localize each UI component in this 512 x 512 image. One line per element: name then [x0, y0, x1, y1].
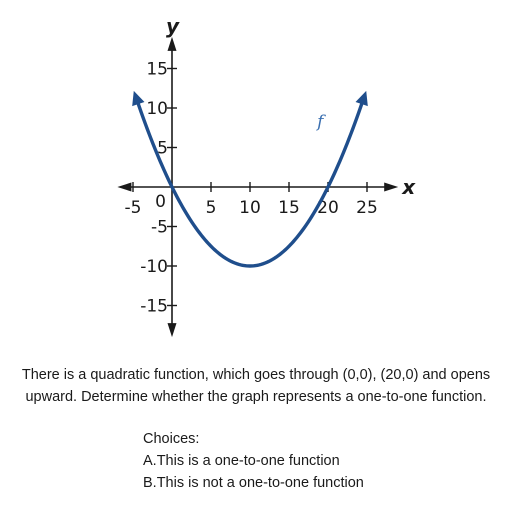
choice-a: A.This is a one-to-one function [143, 453, 340, 469]
series-label-f: f [315, 112, 326, 132]
choice-b: B.This is not a one-to-one function [143, 475, 364, 491]
x-axis-label: x [401, 175, 416, 199]
question-text: There is a quadratic function, which goe… [21, 367, 491, 405]
x-tick-label: 20 [317, 198, 339, 218]
x-tick-label: -5 [125, 198, 142, 218]
x-axis-arrow-right [384, 182, 399, 192]
x-tick-label: 5 [206, 198, 217, 218]
x-axis-arrow-left [117, 182, 132, 192]
y-axis-arrow-down [167, 323, 177, 338]
y-axis-arrow-up [167, 36, 177, 51]
y-tick-label: -5 [151, 218, 168, 238]
curve-arrow-left [132, 90, 145, 107]
y-tick-label: 10 [146, 99, 168, 119]
y-axis-label: y [166, 14, 180, 38]
y-tick-label: -10 [140, 257, 168, 277]
x-tick-label: 25 [356, 198, 378, 218]
x-tick-label: 15 [278, 198, 300, 218]
function-graph: x y -5 5 10 15 20 25 15 10 5 -5 -10 -15 0 f [117, 14, 416, 338]
y-tick-label: -15 [140, 297, 168, 317]
y-tick-label: 15 [146, 60, 168, 80]
choices-label: Choices: [143, 431, 200, 447]
y-tick-label: 5 [157, 139, 168, 159]
curve-f [135, 100, 365, 268]
x-tick-label: 10 [239, 198, 261, 218]
choices-list: Choices: A.This is a one-to-one function… [143, 428, 364, 494]
origin-label: 0 [155, 192, 166, 212]
curve-arrow-right [355, 90, 368, 107]
